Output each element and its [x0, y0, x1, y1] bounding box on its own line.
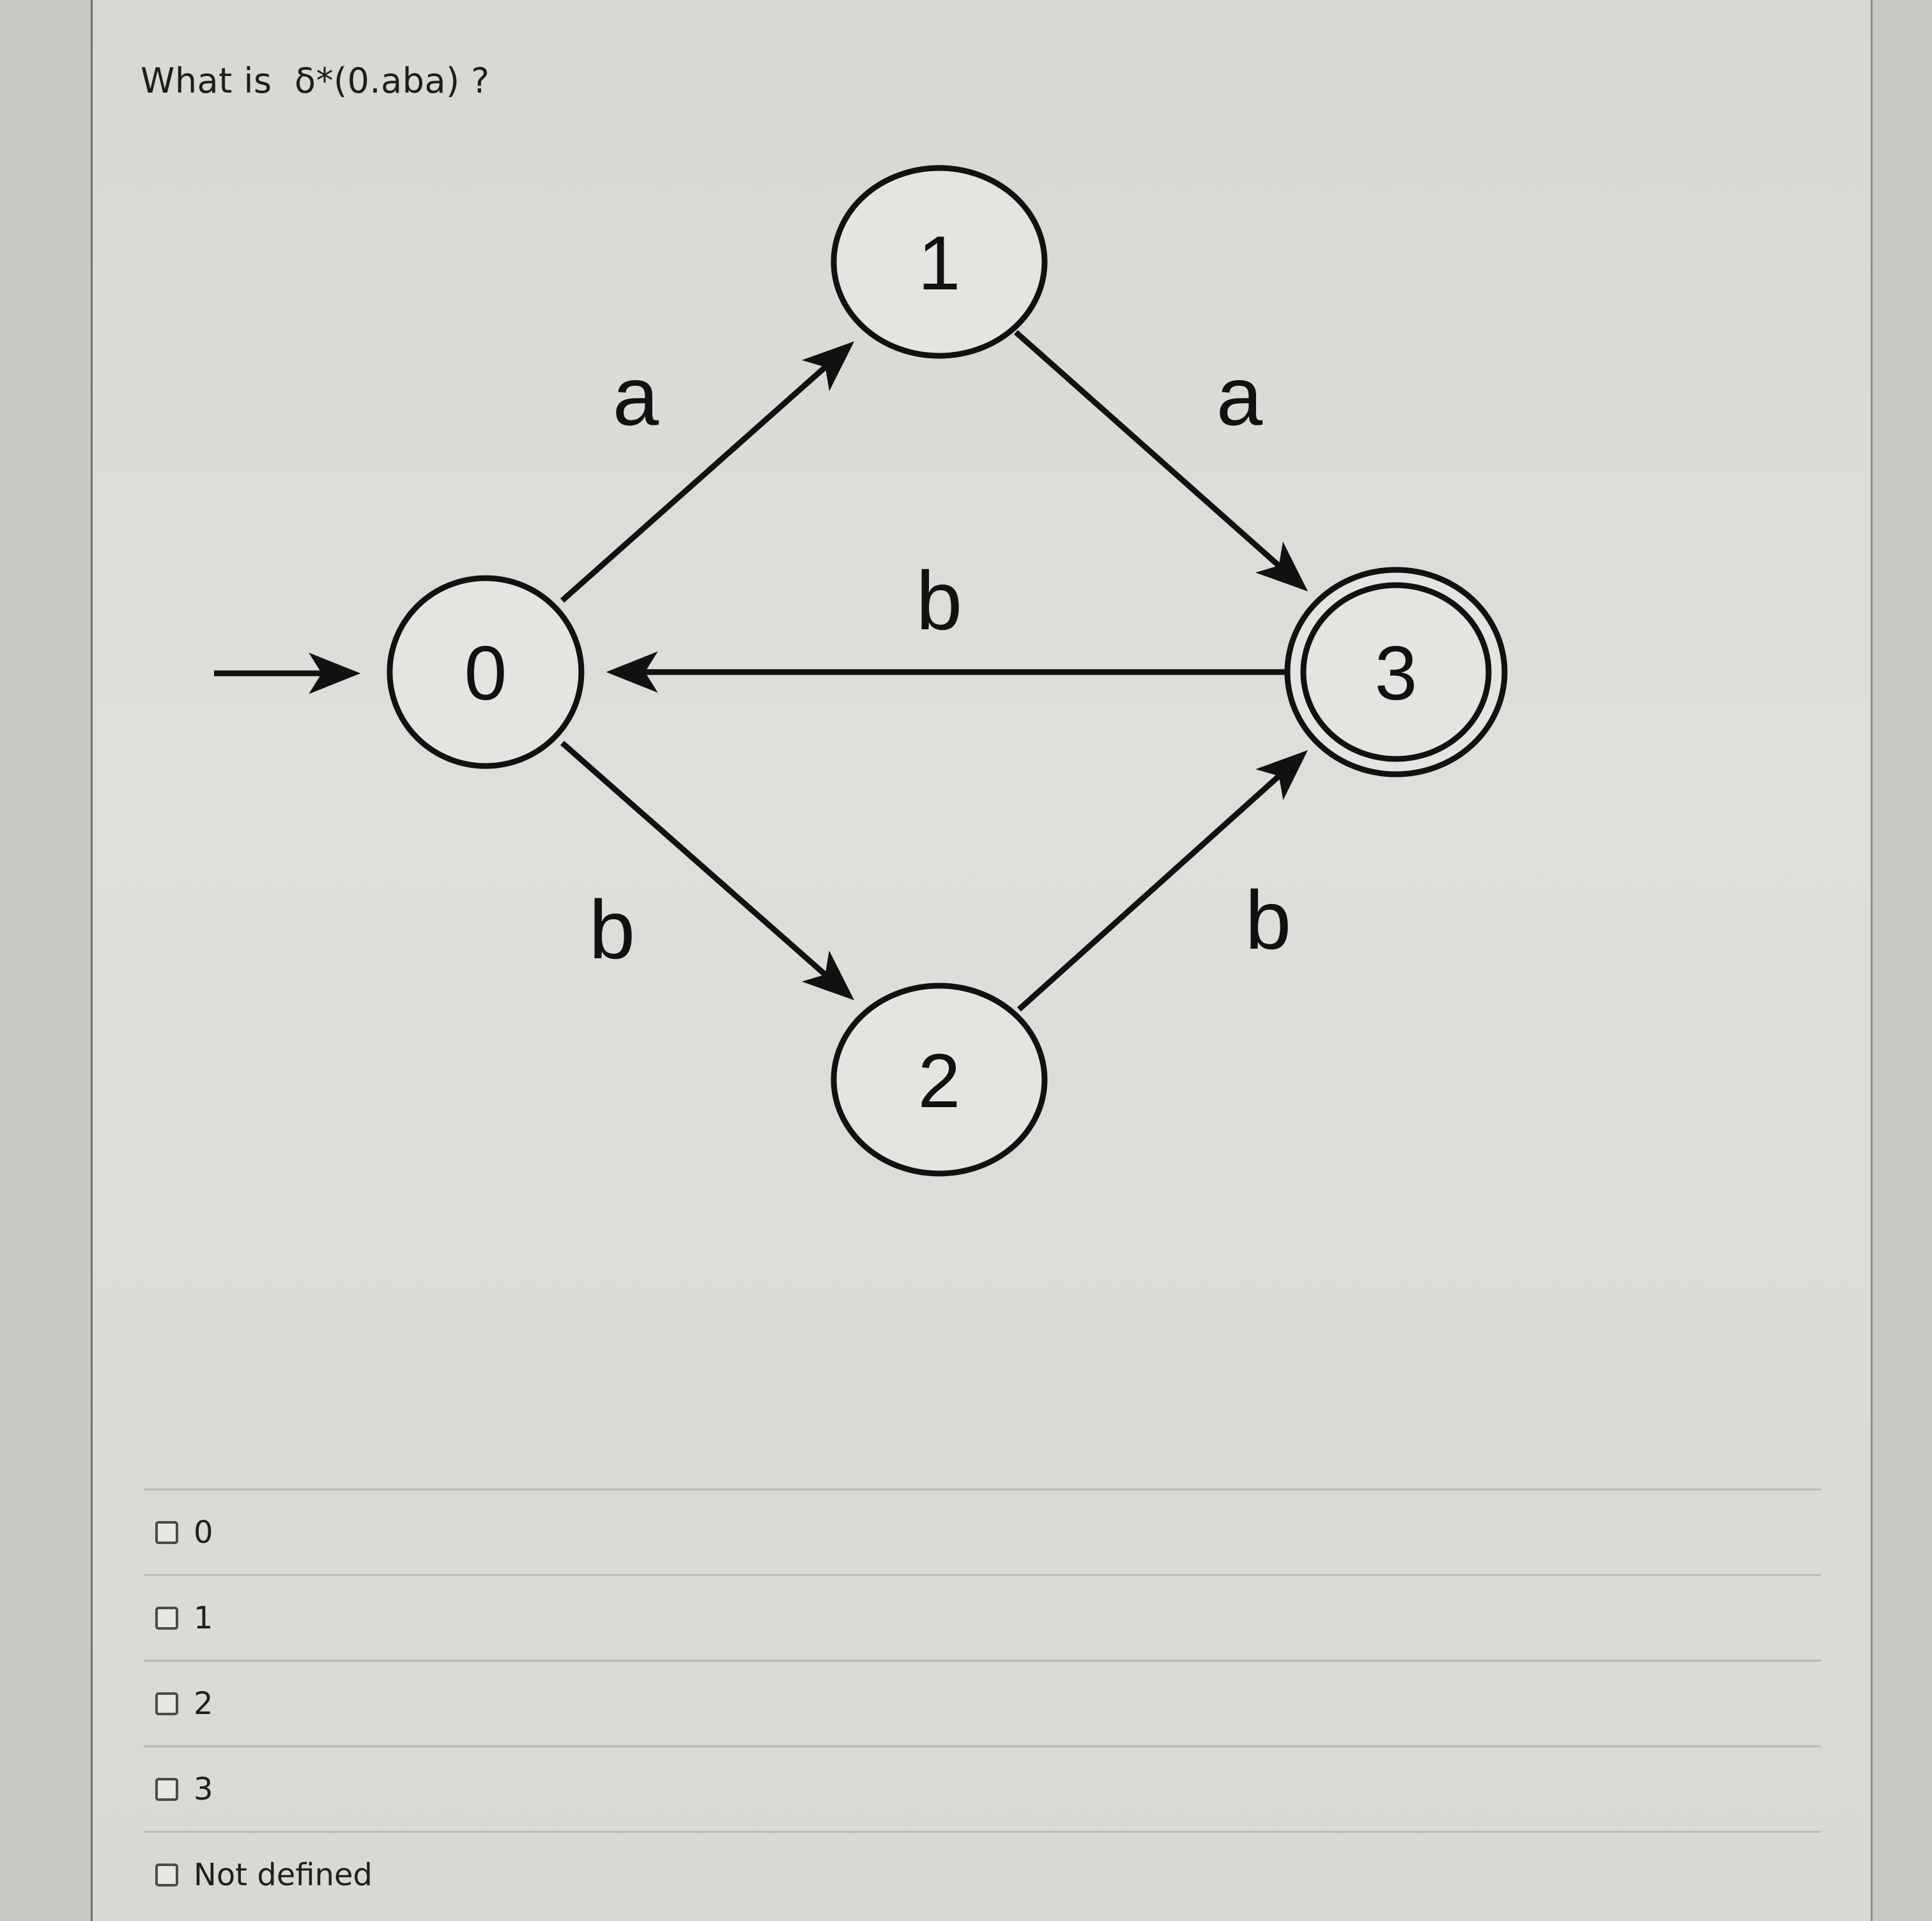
option-3[interactable]: 3	[144, 1747, 1821, 1831]
checkbox[interactable]	[155, 1863, 178, 1887]
divider	[144, 1745, 1821, 1747]
option-0[interactable]: 0	[144, 1490, 1821, 1574]
question-expression: δ*(0.aba) ?	[295, 61, 490, 101]
checkbox[interactable]	[155, 1777, 178, 1801]
edge-label-3-0: b	[916, 554, 962, 647]
edge-label-2-3: b	[1245, 873, 1291, 967]
option-label: 2	[194, 1685, 213, 1722]
svg-text:0: 0	[464, 631, 507, 716]
option-label: 0	[194, 1514, 213, 1550]
edge-0-to-2	[560, 740, 855, 1000]
option-not-defined[interactable]: Not defined	[144, 1833, 1821, 1917]
dfa-diagram: 0 1 2 3 a a b b b	[214, 165, 1508, 1177]
divider	[144, 1831, 1821, 1833]
option-2[interactable]: 2	[144, 1662, 1821, 1745]
edge-1-to-3	[1014, 330, 1308, 592]
option-label: Not defined	[194, 1856, 373, 1893]
svg-text:2: 2	[918, 1038, 961, 1124]
svg-text:3: 3	[1375, 631, 1418, 716]
edge-label-0-1: a	[613, 349, 659, 443]
question-text: What is δ*(0.aba) ?	[141, 61, 490, 101]
checkbox[interactable]	[155, 1692, 178, 1715]
option-1[interactable]: 1	[144, 1576, 1821, 1660]
state-0: 0	[387, 575, 585, 769]
checkbox[interactable]	[155, 1606, 178, 1630]
edge-label-0-2: b	[589, 883, 635, 976]
answer-options: 0 1 2 3 Not defined	[144, 1489, 1821, 1917]
edge-2-to-3	[1016, 750, 1308, 1012]
state-3-accepting: 3	[1284, 567, 1508, 777]
edge-0-to-1	[560, 341, 855, 603]
divider	[144, 1660, 1821, 1662]
option-label: 3	[194, 1771, 213, 1807]
svg-text:1: 1	[918, 220, 961, 306]
option-label: 1	[194, 1600, 213, 1636]
divider	[144, 1489, 1821, 1490]
state-1: 1	[831, 165, 1048, 359]
state-2: 2	[831, 983, 1048, 1177]
edge-label-1-3: a	[1216, 349, 1263, 443]
divider	[144, 1574, 1821, 1576]
checkbox[interactable]	[155, 1520, 178, 1544]
question-prefix: What is	[141, 61, 272, 101]
